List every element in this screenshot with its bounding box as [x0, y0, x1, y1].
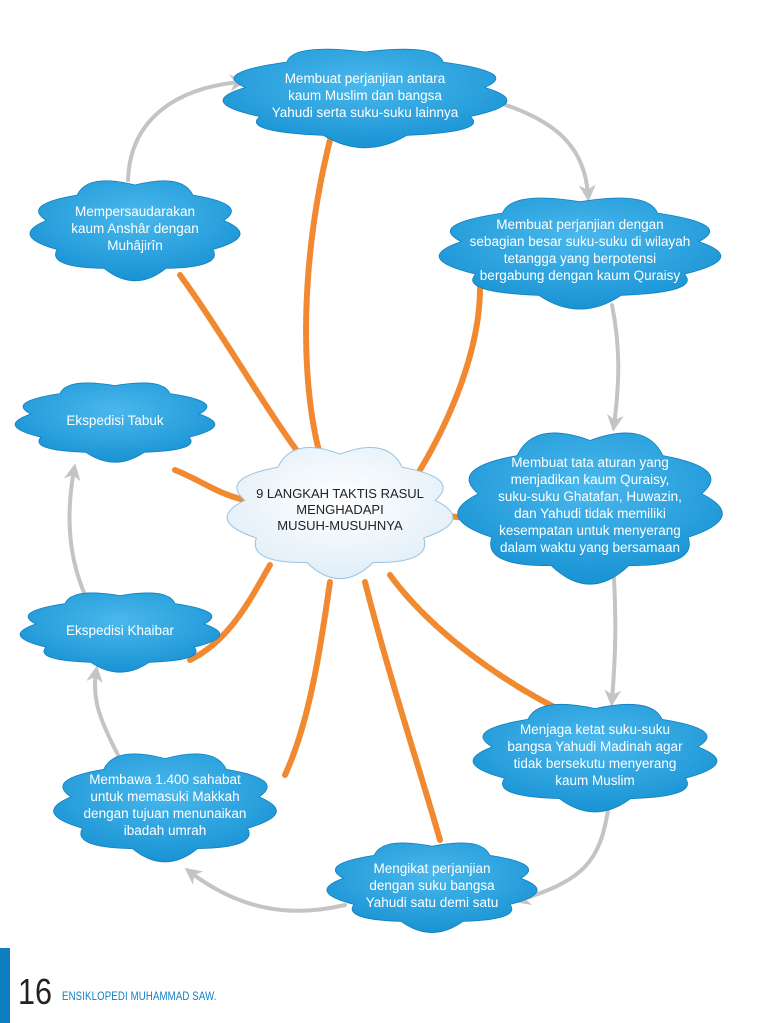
center-title: 9 LANGKAH TAKTIS RASUL MENGHADAPI MUSUH-…	[256, 486, 424, 533]
connector-line-7	[187, 562, 273, 663]
step-cloud-6	[53, 753, 277, 863]
step-cloud-2	[438, 197, 722, 310]
step-label-6: Membawa 1.400 sahabat untuk memasuki Mak…	[83, 772, 247, 838]
book-title: ENSIKLOPEDI MUHAMMAD SAW.	[62, 989, 217, 1003]
step-label-5: Mengikat perjanjian dengan suku bangsa Y…	[365, 860, 499, 910]
center-cloud	[226, 447, 454, 580]
step-cloud-7	[19, 592, 221, 673]
step-label-7: Ekspedisi Khaibar	[65, 622, 175, 638]
cycle-arrow-1	[488, 98, 596, 202]
cycle-arrow-4	[513, 808, 610, 906]
step-label-9: Mempersaudarakan kaum Anshâr dengan Muhâ…	[71, 203, 199, 253]
step-label-1: Membuat perjanjian antara kaum Muslim da…	[271, 70, 459, 120]
connector-line-8	[172, 467, 248, 503]
cycle-arrow-2	[607, 303, 624, 432]
connector-line-6	[282, 579, 333, 778]
cycle-arrow-7	[63, 463, 87, 597]
step-label-8: Ekspedisi Tabuk	[66, 412, 164, 428]
footer-accent-bar	[0, 948, 10, 1023]
step-cloud-5	[326, 842, 538, 933]
step-cloud-3	[457, 432, 723, 585]
cycle-arrow-5	[184, 867, 347, 913]
step-cloud-8	[14, 382, 216, 463]
step-label-2: Membuat perjanjian dengan sebagian besar…	[469, 217, 691, 283]
cycle-arrow-6	[86, 665, 120, 757]
connector-line-2	[417, 285, 483, 473]
connector-line-4	[387, 572, 563, 713]
step-cloud-9	[29, 180, 241, 282]
connector-line-1	[303, 137, 333, 458]
page-number: 16	[18, 971, 53, 1012]
connector-line-5	[362, 579, 443, 843]
connector-line-9	[177, 272, 303, 458]
cycle-arrow-3	[604, 576, 622, 707]
step-label-3: Membuat tata aturan yang menjadikan kaum…	[498, 455, 682, 555]
step-cloud-4	[472, 703, 718, 813]
step-label-4: Menjaga ketat suku-suku bangsa Yahudi Ma…	[507, 722, 683, 788]
cycle-arrow-8	[126, 74, 247, 182]
step-cloud-1	[222, 48, 508, 149]
